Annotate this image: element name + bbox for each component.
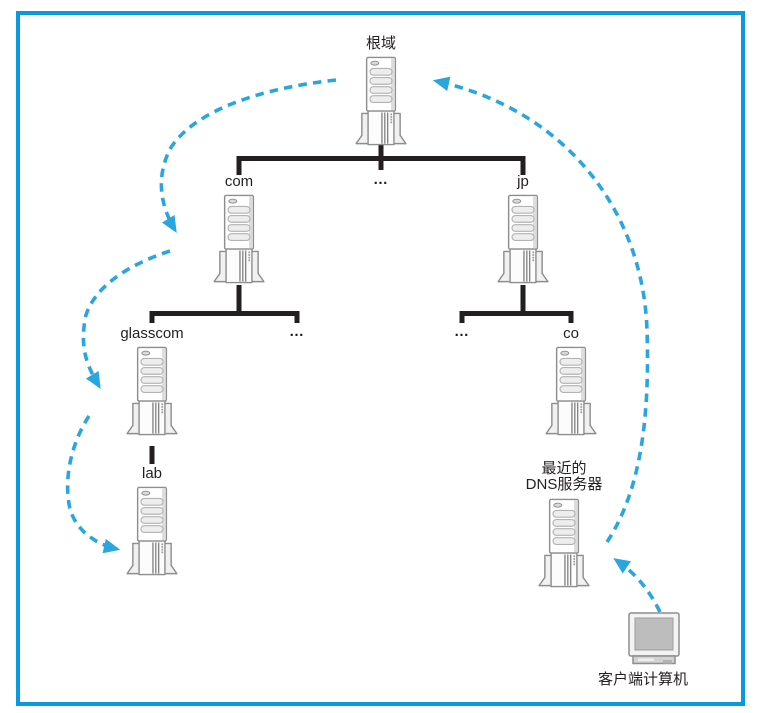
tower-server-icon [212, 194, 266, 284]
tower-server-icon [544, 346, 598, 436]
query-arrows [65, 76, 662, 613]
tree-connectors [149, 145, 574, 464]
tower-server-icon [496, 194, 550, 284]
ellipsis-label: … [289, 323, 305, 340]
arrow-com-to-glasscom [81, 249, 171, 389]
node-lab-label: lab [141, 465, 163, 482]
tower-server-icon [537, 498, 591, 588]
node-jp-label: jp [517, 173, 529, 190]
node-ellipsis-jp: … [437, 322, 487, 342]
crt-monitor-icon [625, 612, 683, 666]
node-jp: jp [473, 172, 573, 284]
node-glasscom-label: glasscom [120, 325, 184, 342]
node-com-label: com [224, 173, 254, 190]
node-client: 客户端计算机 [593, 612, 693, 690]
node-glasscom: glasscom [102, 324, 202, 436]
node-com: com [189, 172, 289, 284]
node-ellipsis-com: … [272, 322, 322, 342]
node-root-label: 根域 [365, 35, 396, 52]
node-ellipsis-top: … [356, 170, 406, 190]
node-client-label: 客户端计算机 [597, 671, 688, 688]
ellipsis-label: … [454, 323, 470, 340]
node-lab: lab [102, 464, 202, 576]
arrow-client-to-dns [613, 558, 662, 613]
arrow-root-to-com [159, 78, 337, 233]
node-dns-server-label: 最近的 DNS服务器 [525, 460, 603, 493]
tower-server-icon [125, 346, 179, 436]
tower-server-icon [354, 56, 408, 146]
node-co: co [521, 324, 621, 436]
node-co-label: co [563, 325, 579, 342]
tower-server-icon [125, 486, 179, 576]
node-dns-server: 最近的 DNS服务器 [504, 461, 624, 588]
ellipsis-label: … [373, 171, 389, 188]
node-root: 根域 [331, 34, 431, 146]
